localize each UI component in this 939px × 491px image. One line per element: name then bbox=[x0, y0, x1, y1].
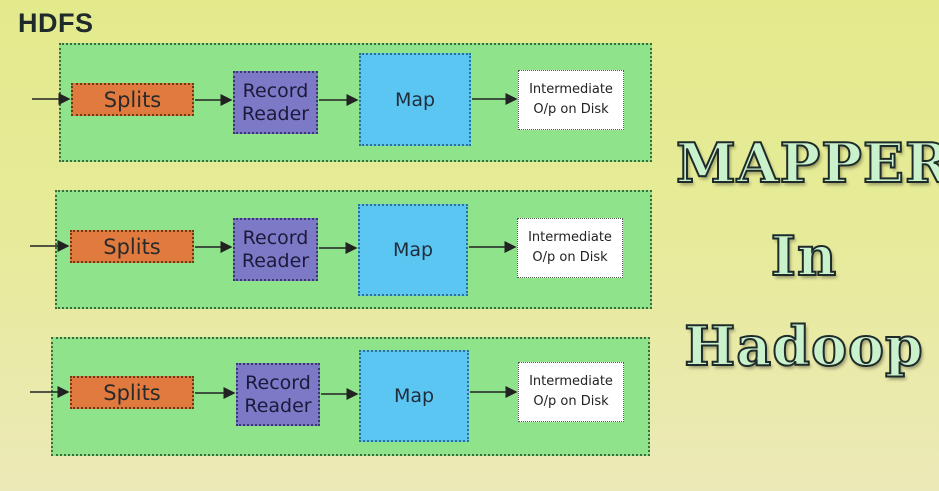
record-reader-line2: Reader bbox=[244, 394, 312, 417]
splits-box-1: Splits bbox=[71, 83, 194, 116]
splits-label: Splits bbox=[103, 87, 162, 112]
intermediate-line1: Intermediate bbox=[528, 230, 612, 245]
map-box-3: Map bbox=[359, 350, 469, 442]
record-reader-line1: Record bbox=[245, 371, 311, 394]
title-mapper: MAPPER bbox=[675, 131, 939, 195]
splits-label: Splits bbox=[103, 234, 161, 259]
intermediate-line2: O/p on Disk bbox=[532, 250, 608, 265]
record-reader-line1: Record bbox=[242, 79, 309, 102]
intermediate-line1: Intermediate bbox=[529, 374, 613, 389]
map-box-1: Map bbox=[359, 53, 471, 146]
intermediate-line2: O/p on Disk bbox=[533, 102, 609, 117]
intermediate-line2: O/p on Disk bbox=[533, 394, 609, 409]
splits-box-2: Splits bbox=[70, 230, 194, 263]
splits-label: Splits bbox=[103, 380, 161, 405]
title-in: In bbox=[770, 224, 838, 288]
map-box-2: Map bbox=[358, 204, 468, 296]
hdfs-heading: HDFS bbox=[18, 8, 94, 38]
title-hadoop: Hadoop bbox=[683, 314, 924, 378]
map-label: Map bbox=[394, 88, 436, 111]
record-reader-line1: Record bbox=[242, 226, 309, 249]
record-reader-line2: Reader bbox=[241, 249, 310, 272]
record-reader-line2: Reader bbox=[241, 102, 310, 125]
map-label: Map bbox=[393, 385, 435, 407]
splits-box-3: Splits bbox=[70, 376, 194, 409]
map-label: Map bbox=[392, 239, 434, 261]
intermediate-line1: Intermediate bbox=[529, 82, 613, 97]
